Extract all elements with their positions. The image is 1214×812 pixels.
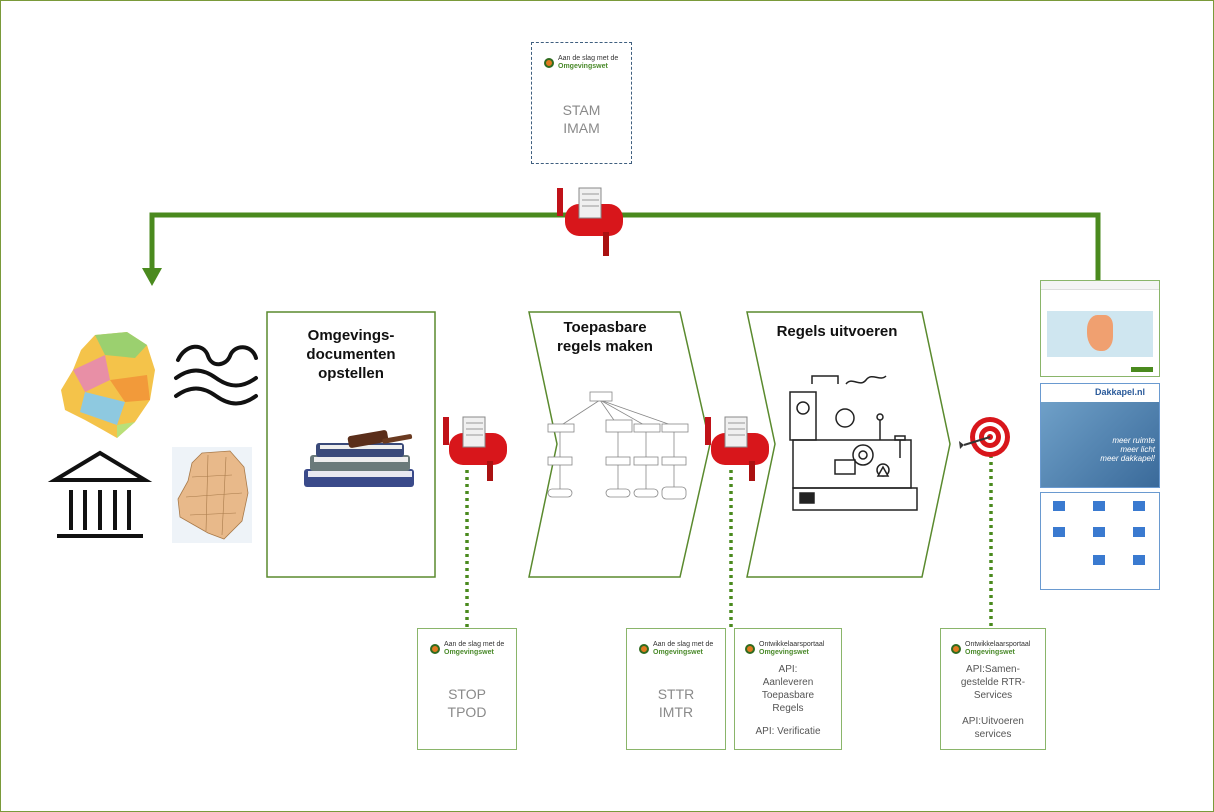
api-rtr-services-label: API:Samen- gestelde RTR- Services bbox=[960, 664, 1026, 701]
standard-sttr: STTR bbox=[657, 686, 695, 702]
dotted-connectors bbox=[465, 455, 993, 628]
api-box-rtr-services: Ontwikkelaarsportaal Omgevingswet API:Sa… bbox=[940, 628, 1046, 750]
api-box-aanleveren: Ontwikkelaarsportaal Omgevingswet API: A… bbox=[734, 628, 842, 750]
logo-line1: Aan de slag met de bbox=[444, 641, 505, 648]
stage-chevron-rules bbox=[528, 311, 711, 578]
logo-emblem-icon bbox=[745, 644, 755, 654]
standard-stop: STOP bbox=[448, 686, 486, 702]
logo-line2: Omgevingswet bbox=[759, 649, 809, 656]
stage-title-execute: Regels uitvoeren bbox=[776, 323, 898, 340]
logo-line2: Omgevingswet bbox=[965, 649, 1015, 656]
dakkapel-logo-text: Dakkapel.nl bbox=[1095, 387, 1146, 397]
aan-de-slag-logo: Aan de slag met de Omgevingswet bbox=[430, 641, 504, 657]
law-books-gavel-icon bbox=[304, 430, 414, 487]
mailbox-icon-rules bbox=[705, 416, 769, 481]
logo-line1: Aan de slag met de bbox=[653, 641, 714, 648]
logo-line1: Ontwikkelaarsportaal bbox=[965, 641, 1031, 648]
standards-box-stam-imam: Aan de slag met de Omgevingswet STAM IMA… bbox=[531, 42, 632, 164]
service-tile-icon bbox=[1093, 501, 1105, 511]
standards-box-stop-tpod: Aan de slag met de Omgevingswet STOP TPO… bbox=[417, 628, 517, 750]
ontwikkelaarsportaal-logo: Ontwikkelaarsportaal Omgevingswet bbox=[951, 641, 1030, 657]
logo-emblem-icon bbox=[639, 644, 649, 654]
dakkapel-screenshot-thumb: Dakkapel.nl meer ruimte meer licht meer … bbox=[1040, 383, 1160, 488]
service-tile-icon bbox=[1093, 555, 1105, 565]
municipalities-map-icon bbox=[172, 447, 252, 543]
service-tile-icon bbox=[1093, 527, 1105, 537]
logo-line2: Omgevingswet bbox=[653, 649, 703, 656]
logo-line1: Ontwikkelaarsportaal bbox=[759, 641, 825, 648]
mailbox-icon-documents bbox=[443, 416, 507, 481]
logo-emblem-icon bbox=[430, 644, 440, 654]
logo-line2: Omgevingswet bbox=[444, 649, 494, 656]
water-waves-icon bbox=[174, 344, 258, 406]
dakkapel-slogan: meer ruimte meer licht meer dakkapel! bbox=[1100, 436, 1155, 463]
ontwikkelaarsportaal-logo: Ontwikkelaarsportaal Omgevingswet bbox=[745, 641, 824, 657]
standard-tpod: TPOD bbox=[447, 704, 487, 720]
omgevingsloket-screenshot-thumb bbox=[1040, 280, 1160, 377]
netherlands-provinces-map-icon bbox=[61, 332, 155, 438]
dakkapel-header: Dakkapel.nl bbox=[1041, 384, 1159, 402]
thumb-map-area bbox=[1047, 311, 1153, 357]
aan-de-slag-logo: Aan de slag met de Omgevingswet bbox=[639, 641, 713, 657]
api-uitvoeren-label: API:Uitvoeren services bbox=[962, 716, 1024, 740]
stage-chevron-execute bbox=[746, 311, 951, 578]
standard-imtr: IMTR bbox=[658, 704, 694, 720]
stage-title-documents: Omgevings- documenten opstellen bbox=[306, 327, 396, 382]
thumb-header bbox=[1041, 281, 1159, 290]
logo-emblem-icon bbox=[951, 644, 961, 654]
service-tile-icon bbox=[1053, 501, 1065, 511]
thumb-button bbox=[1131, 367, 1153, 372]
service-tile-icon bbox=[1053, 527, 1065, 537]
api-verificatie-label: API: Verificatie bbox=[755, 726, 821, 737]
standards-box-sttr-imtr: Aan de slag met de Omgevingswet STTR IMT… bbox=[626, 628, 726, 750]
standard-stam: STAM bbox=[562, 102, 601, 118]
logo-emblem-icon bbox=[544, 58, 554, 68]
thumb-map-nl-shape bbox=[1087, 315, 1113, 351]
target-icon bbox=[959, 417, 1010, 457]
service-tile-icon bbox=[1133, 527, 1145, 537]
stage-title-rules: Toepasbare regels maken bbox=[557, 319, 653, 355]
api-aanleveren-label: API: Aanleveren Toepasbare Regels bbox=[761, 664, 815, 714]
dakkapel-hero-image: meer ruimte meer licht meer dakkapel! bbox=[1041, 402, 1159, 487]
feedback-arrow bbox=[142, 212, 1101, 286]
logo-line2: Omgevingswet bbox=[558, 63, 608, 70]
service-icons-screenshot-thumb bbox=[1040, 492, 1160, 590]
government-building-icon bbox=[47, 450, 153, 538]
mailbox-icon-top bbox=[557, 187, 623, 256]
standard-imam: IMAM bbox=[563, 120, 600, 136]
aan-de-slag-logo: Aan de slag met de Omgevingswet bbox=[544, 55, 618, 71]
decision-tree-diagram bbox=[547, 391, 689, 500]
logo-line1: Aan de slag met de bbox=[558, 55, 619, 62]
service-tile-icon bbox=[1133, 501, 1145, 511]
service-tile-icon bbox=[1133, 555, 1145, 565]
machine-sketch-icon bbox=[789, 375, 918, 511]
